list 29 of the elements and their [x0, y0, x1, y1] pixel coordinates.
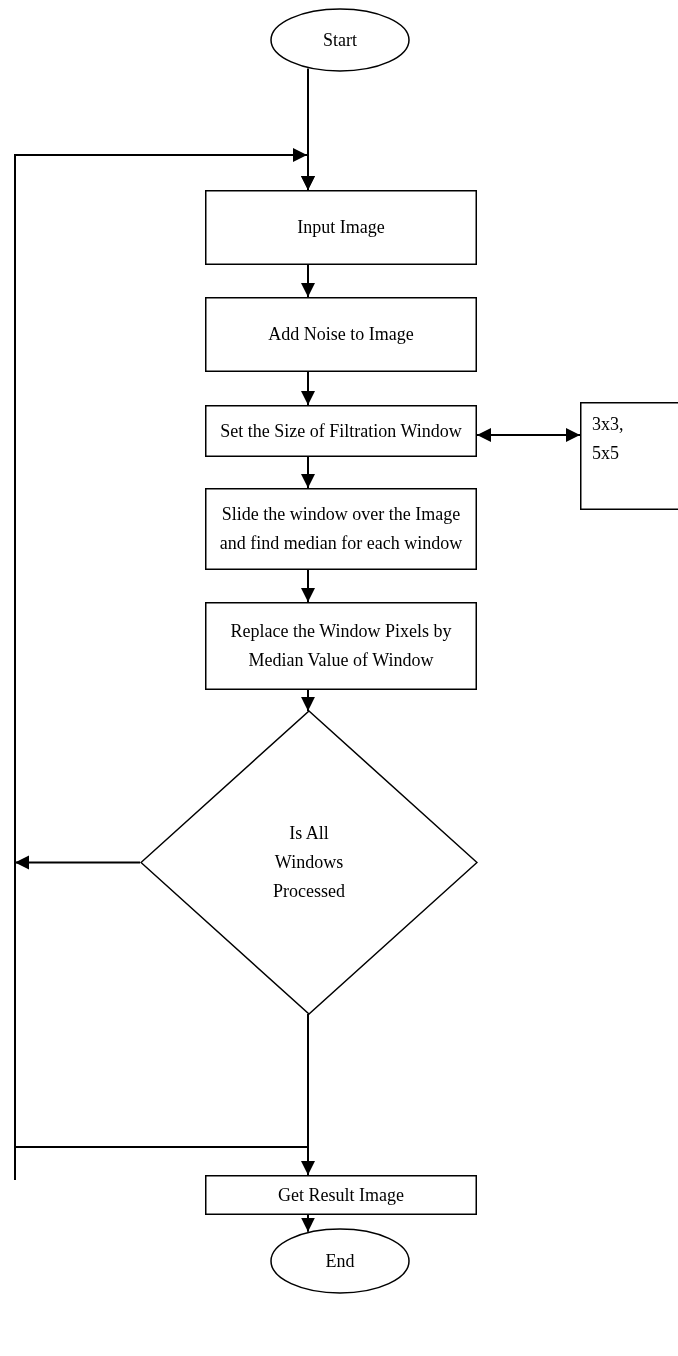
terminal-ellipse: [270, 1228, 410, 1294]
process-box: [205, 1175, 477, 1215]
arrow: [301, 371, 315, 406]
node-label: 3x3, 5x5: [592, 413, 625, 465]
arrow: [301, 456, 315, 489]
terminal-ellipse: [270, 8, 410, 72]
arrow: [301, 689, 315, 712]
arrow: [301, 264, 315, 298]
node-label: Input Image: [296, 216, 386, 240]
arrow: [301, 569, 315, 603]
node-label: Is All Windows Processed: [272, 822, 346, 903]
node-label: Add Noise to Image: [267, 323, 415, 347]
node-label: Get Result Image: [277, 1183, 405, 1207]
node-label: Start: [322, 28, 358, 52]
decision-diamond: [140, 710, 478, 1015]
process-box: [205, 297, 477, 372]
loop-arrow: [14, 148, 315, 1181]
process-box: [205, 405, 477, 457]
node-label: Set the Size of Filtration Window: [219, 419, 463, 443]
node-label: Replace the Window Pixels by Median Value of Window: [229, 620, 453, 672]
node-label: End: [324, 1249, 356, 1273]
process-box: [580, 402, 678, 510]
node-label: Slide the window over the Image and find median for each window: [218, 503, 464, 555]
arrow: [301, 1214, 315, 1233]
process-box: [205, 190, 477, 265]
arrow: [476, 428, 581, 442]
process-box: [205, 488, 477, 570]
arrow: [301, 1013, 315, 1176]
process-box: [205, 602, 477, 690]
